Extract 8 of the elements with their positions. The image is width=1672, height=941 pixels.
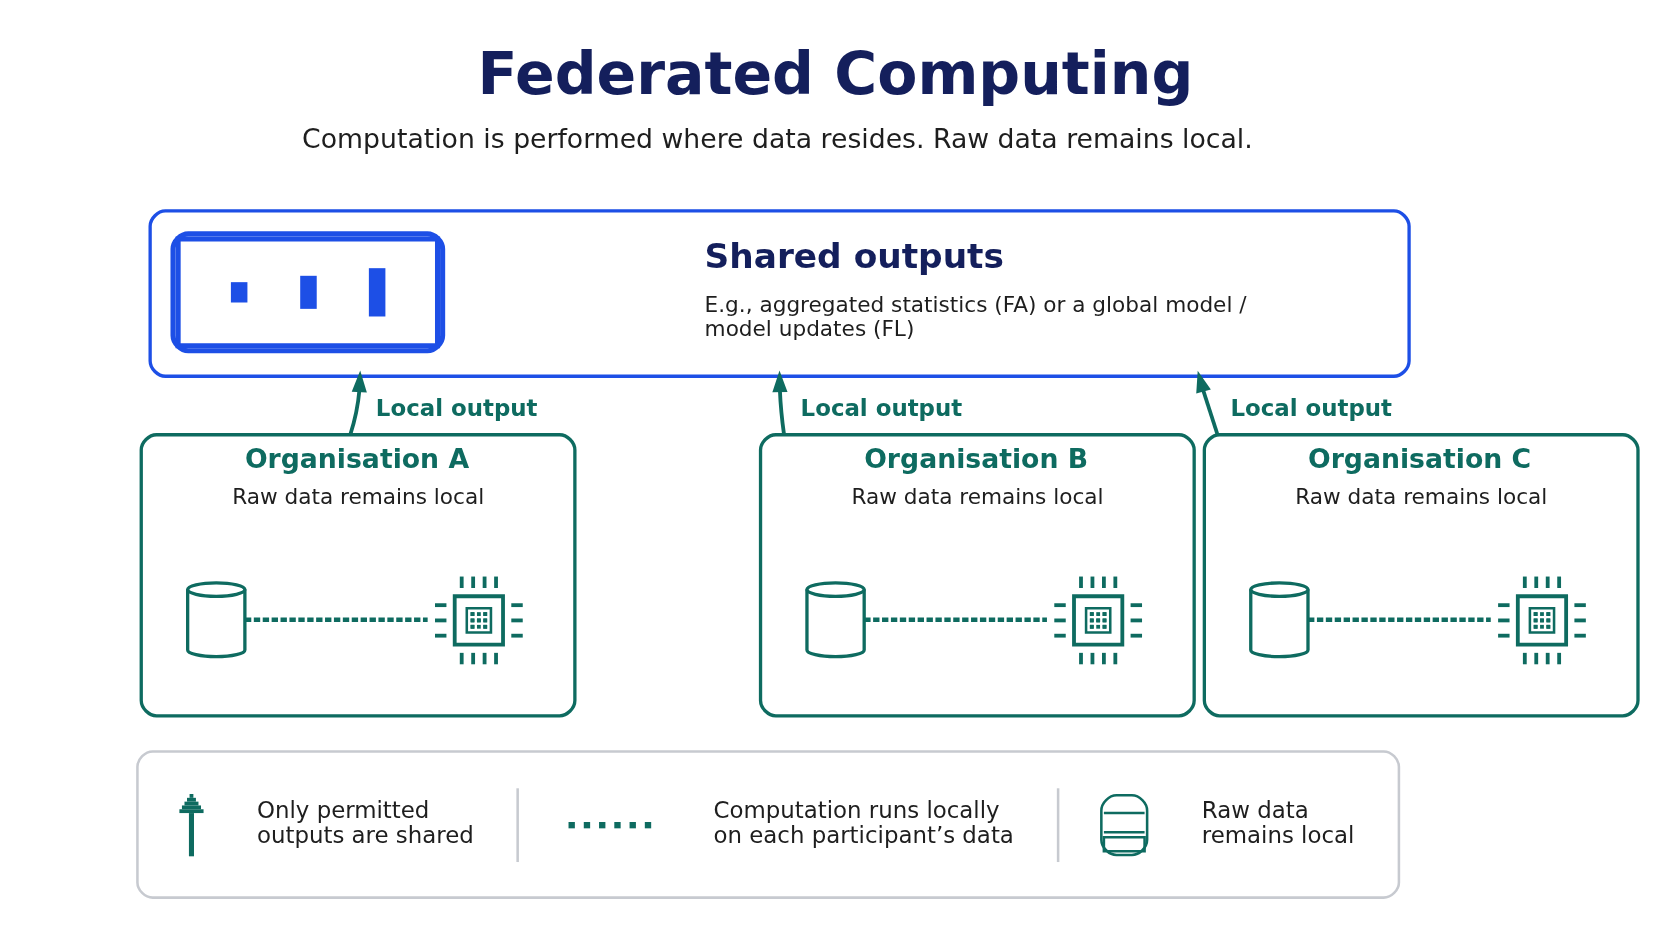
label: Computation is performed where data resides. Raw data remains local. bbox=[302, 122, 1253, 154]
edge-label: Local output bbox=[1230, 394, 1393, 421]
legend-label: Raw data remains local bbox=[1201, 796, 1355, 848]
edge-label: Local output bbox=[800, 394, 963, 421]
legend-label: Only permitted outputs are shared bbox=[256, 796, 474, 848]
legend-label: Computation runs locally on each participant’s data bbox=[713, 796, 1014, 848]
edge-label: Local output bbox=[375, 394, 538, 421]
diagram-title: Federated Computing bbox=[477, 39, 1194, 108]
